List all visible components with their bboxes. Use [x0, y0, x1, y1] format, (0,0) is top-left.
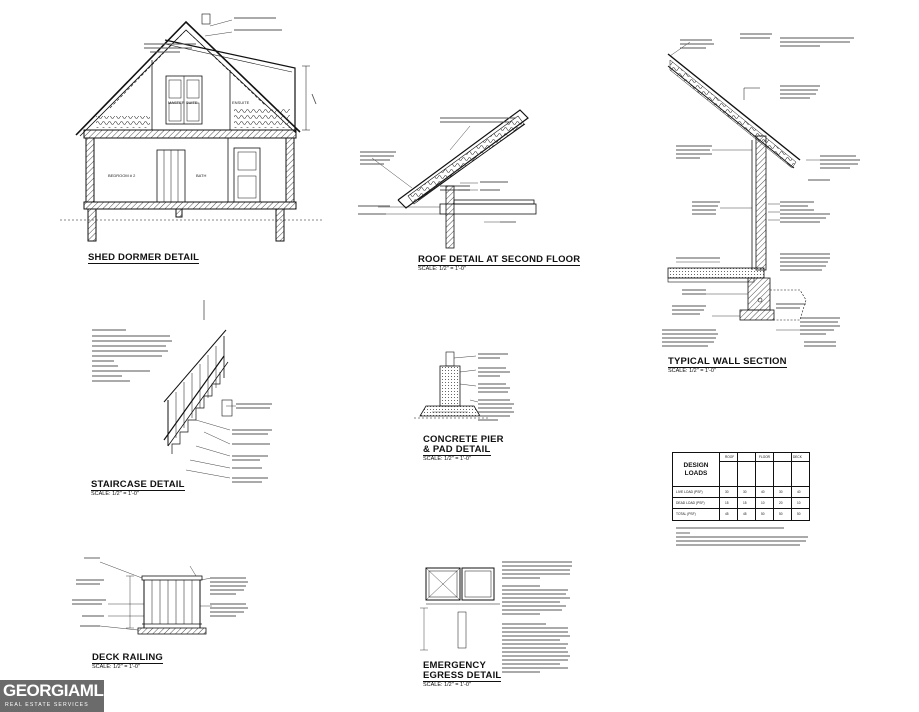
loads-row-label: DEAD LOAD (PSF) [676, 501, 705, 505]
typical-wall-drawing [667, 41, 820, 331]
loads-cell: 10 [761, 501, 765, 505]
room-label-bedroom-2: BEDROOM # 2 [108, 173, 136, 178]
loads-cell: 45 [725, 512, 729, 516]
typical-wall-title: TYPICAL WALL SECTION [668, 356, 787, 368]
shed-dormer-title: SHED DORMER DETAIL [88, 252, 200, 264]
staircase-scale: SCALE: 1/2" = 1'-0" [91, 491, 139, 497]
deck-railing-scale: SCALE: 1/2" = 1'-0" [92, 664, 140, 670]
deck-railing-title: DECK RAILING [92, 652, 164, 664]
concrete-pier-title-line1: CONCRETE PIER [423, 434, 504, 445]
note-text-blocks [72, 17, 860, 673]
shed-dormer-drawing [60, 13, 322, 242]
loads-row-dead: DEAD LOAD (PSF) 15 15 10 20 10 [673, 497, 809, 509]
loads-cell: 30 [779, 490, 783, 494]
room-label-bath: BATH [196, 173, 207, 178]
loads-group-deck: DECK [793, 455, 802, 459]
egress-scale: SCALE: 1/2" = 1'-0" [423, 682, 471, 688]
loads-cell: 10 [797, 501, 801, 505]
loads-row-label: TOTAL (PSF) [676, 512, 696, 516]
loads-cell: 40 [797, 490, 801, 494]
design-loads-title-line2: LOADS [684, 469, 708, 477]
concrete-pier-title-line2: & PAD DETAIL [423, 444, 491, 456]
roof-detail-drawing [371, 109, 537, 249]
loads-group-floor: FLOOR [759, 455, 770, 459]
loads-cell: 20 [779, 501, 783, 505]
deck-railing-drawing [99, 561, 213, 635]
staircase-title: STAIRCASE DETAIL [91, 479, 185, 491]
loads-cell: 40 [761, 490, 765, 494]
room-label-ensuite: ENSUITE [232, 100, 250, 105]
staircase-drawing [163, 300, 236, 479]
typical-wall-scale: SCALE: 1/2" = 1'-0" [668, 368, 716, 374]
loads-cell: 15 [725, 501, 729, 505]
egress-drawing [420, 567, 500, 651]
loads-cell: 50 [797, 512, 801, 516]
loads-row-live: LIVE LOAD (PSF) 30 30 40 30 40 [673, 486, 809, 498]
design-loads-note-lines [676, 527, 808, 546]
roof-detail-scale: SCALE: 1/2" = 1'-0" [418, 266, 466, 272]
loads-cell: 15 [743, 501, 747, 505]
roof-detail-title: ROOF DETAIL AT SECOND FLOOR [418, 254, 581, 266]
concrete-pier-scale: SCALE: 1/2" = 1'-0" [423, 456, 471, 462]
georgia-mls-logo: GEORGIAMLS REAL ESTATE SERVICES [0, 680, 115, 712]
loads-cell: 45 [743, 512, 747, 516]
loads-cell: 30 [725, 490, 729, 494]
egress-title-line2: EGRESS DETAIL [423, 670, 502, 682]
loads-cell: 50 [779, 512, 783, 516]
room-label-master-suite: MASTER SUITE [168, 100, 198, 105]
loads-row-total: TOTAL (PSF) 45 45 50 50 50 [673, 508, 809, 520]
loads-cell: 30 [743, 490, 747, 494]
egress-title-line1: EMERGENCY [423, 660, 487, 671]
loads-row-label: LIVE LOAD (PSF) [676, 490, 703, 494]
logo-brand: GEORGIAMLS [3, 681, 115, 700]
concrete-pier-drawing [414, 351, 488, 419]
design-loads-title-line1: DESIGN [683, 461, 709, 469]
logo-tagline: REAL ESTATE SERVICES [5, 702, 89, 708]
loads-cell: 50 [761, 512, 765, 516]
loads-group-roof: ROOF [725, 455, 735, 459]
